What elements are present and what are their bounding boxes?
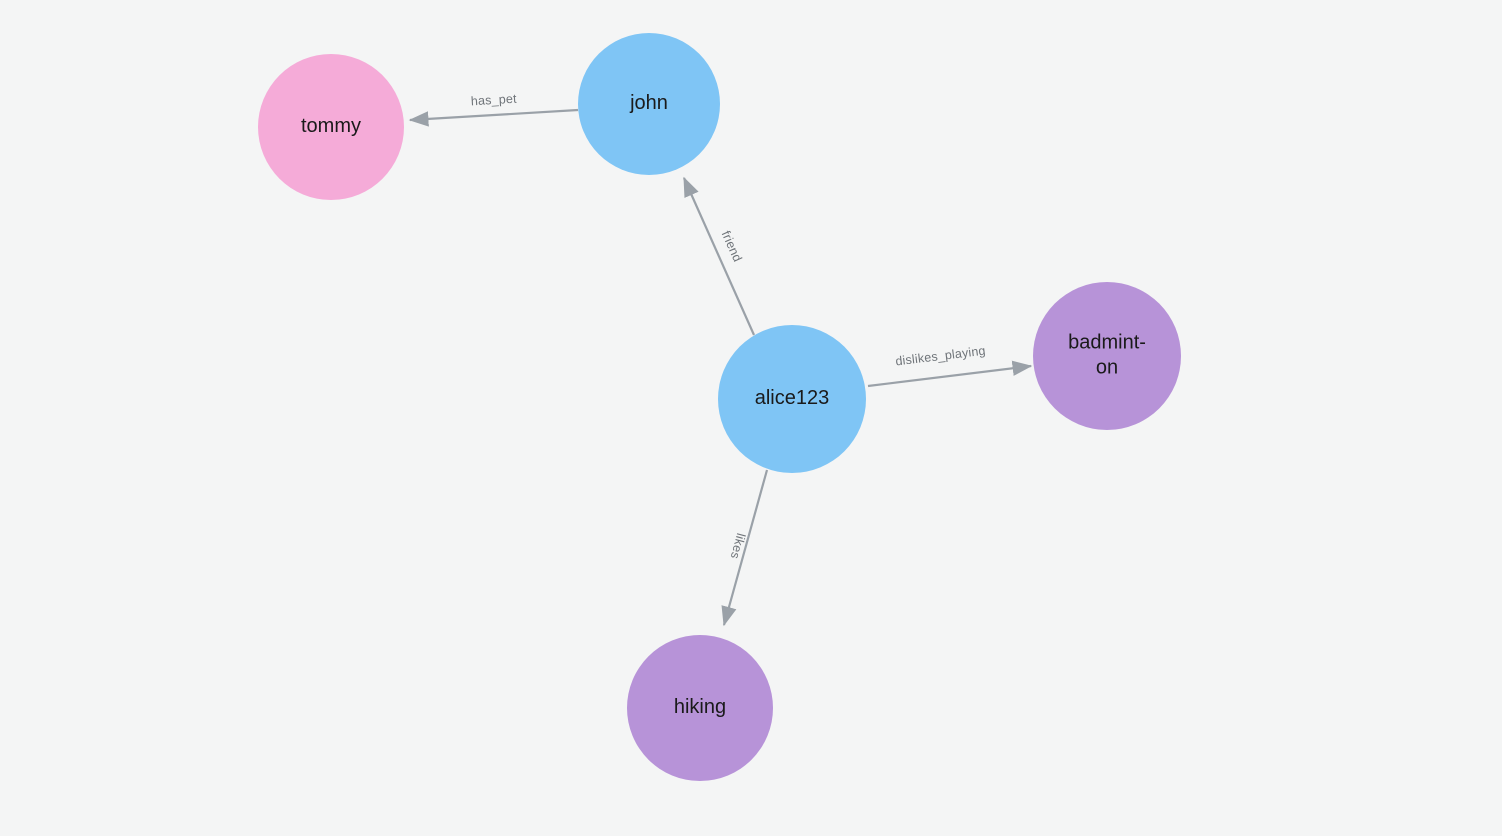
node-circle[interactable]	[718, 325, 866, 473]
node-label: tommy	[301, 115, 361, 137]
node-label-line: on	[1096, 357, 1118, 379]
graph-node-badminton[interactable]: badmint-on	[1033, 282, 1181, 430]
edge-label: likes	[728, 532, 748, 561]
graph-edge[interactable]	[408, 108, 579, 127]
edges-layer	[408, 108, 1033, 627]
node-label-line: tommy	[301, 115, 361, 137]
node-label: john	[629, 92, 668, 114]
node-label: alice123	[755, 387, 830, 409]
graph-edge[interactable]	[867, 360, 1033, 388]
graph-node-john[interactable]: john	[578, 33, 720, 175]
node-circle[interactable]	[1033, 282, 1181, 430]
node-label-line: badmint-	[1068, 332, 1146, 354]
graph-edge[interactable]	[682, 176, 756, 336]
graph-edge[interactable]	[721, 469, 769, 627]
node-circle[interactable]	[578, 33, 720, 175]
edge-label: has_pet	[470, 92, 517, 109]
graph-node-alice123[interactable]: alice123	[718, 325, 866, 473]
edge-label: friend	[719, 229, 745, 264]
node-circle[interactable]	[258, 54, 404, 200]
node-label: hiking	[674, 696, 726, 718]
node-label: badmint-on	[1068, 332, 1146, 379]
node-label-line: alice123	[755, 387, 830, 409]
edge-label: dislikes_playing	[895, 344, 987, 369]
graph-node-hiking[interactable]: hiking	[627, 635, 773, 781]
graph-node-tommy[interactable]: tommy	[258, 54, 404, 200]
node-circle[interactable]	[627, 635, 773, 781]
node-label-line: hiking	[674, 696, 726, 718]
nodes-layer: tommy john alice123 badmint-on hiking	[258, 33, 1181, 781]
node-label-line: john	[629, 92, 668, 114]
